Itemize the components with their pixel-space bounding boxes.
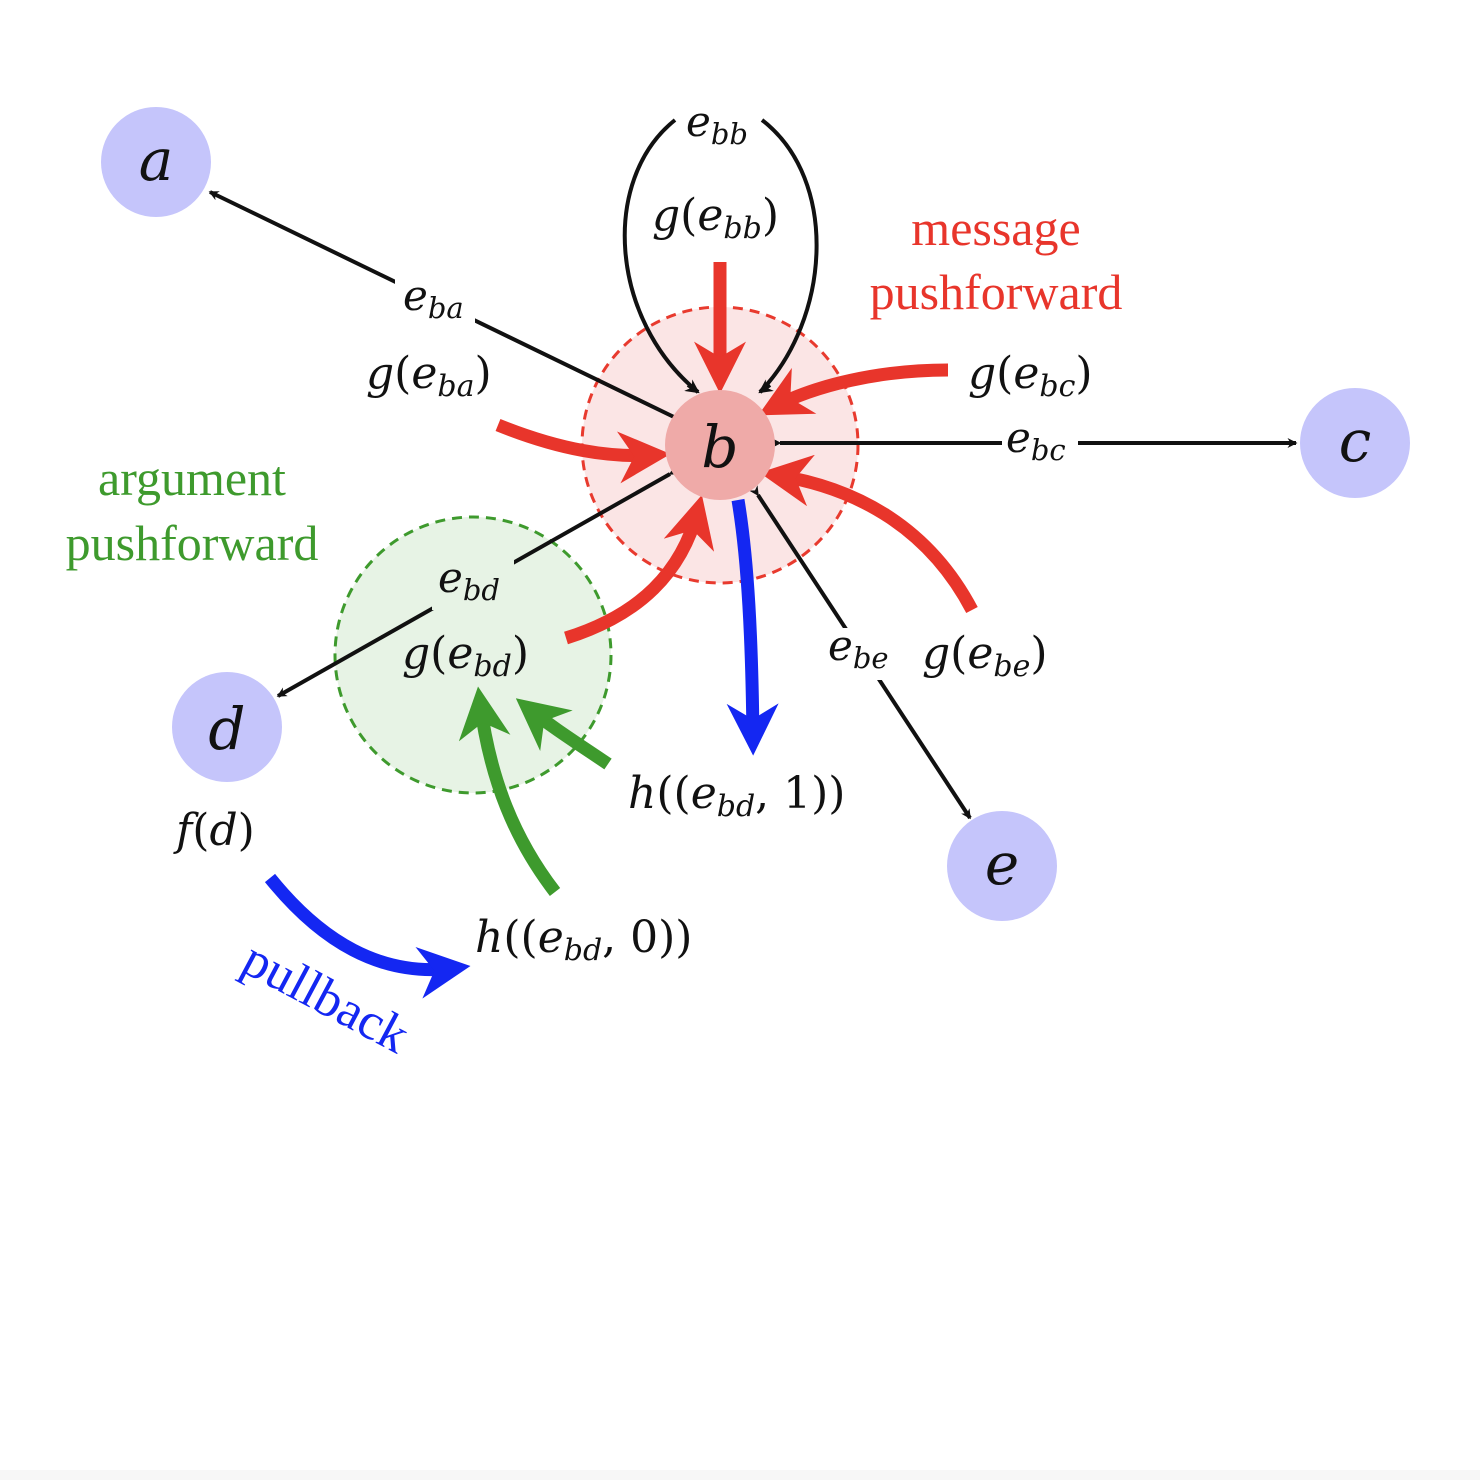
edge-bc-label: ebc <box>1006 413 1066 467</box>
caption-message-line2: pushforward <box>870 264 1123 320</box>
caption-pullback: pullback <box>233 930 418 1064</box>
message-label-bc: g(ebc) <box>968 348 1093 404</box>
node-a: a <box>101 107 211 217</box>
node-c-label: c <box>1339 407 1371 475</box>
edge-be-label-bg <box>822 628 900 680</box>
edge-bd-label: ebd <box>438 553 500 607</box>
message-label-ba: g(eba) <box>366 348 492 404</box>
argument-arrow-h1 <box>515 698 612 770</box>
node-a-label: a <box>139 126 174 194</box>
message-arrow-be <box>759 454 978 614</box>
node-b: b <box>665 390 775 500</box>
caption-argument-line1: argument <box>98 450 286 506</box>
node-function-label: f(d) <box>173 805 255 856</box>
bottom-strip <box>0 1470 1480 1480</box>
caption-argument-line2: pushforward <box>66 515 319 571</box>
argument-arrow-h0 <box>458 686 561 896</box>
message-label-bb: g(ebb) <box>652 190 779 246</box>
edge-bb-label-bg <box>680 104 760 156</box>
node-d: d <box>172 672 282 782</box>
node-c: c <box>1300 388 1410 498</box>
caption-message-line1: message <box>911 200 1080 256</box>
node-d-label: d <box>208 695 245 763</box>
node-e-label: e <box>985 830 1019 898</box>
edge-ba-label-bg <box>395 276 475 328</box>
argument-label-h1: h((ebd, 1)) <box>628 768 845 824</box>
message-arrow-ba <box>495 418 671 484</box>
message-arrow-bd <box>564 494 715 645</box>
edge-bd-label-bg <box>432 560 514 610</box>
edge-bb-loop <box>622 118 819 394</box>
pullback-arrow-main <box>726 498 779 756</box>
edge-bc-label-bg <box>1002 418 1078 470</box>
node-b-label: b <box>701 413 738 481</box>
message-label-bd: g(ebd) <box>402 628 529 684</box>
edge-bb-label: ebb <box>686 97 748 151</box>
message-arrow-bc <box>758 363 949 416</box>
edge-ba-label: eba <box>403 271 464 325</box>
message-label-be: g(ebe) <box>922 628 1048 684</box>
argument-label-h0: h((ebd, 0)) <box>475 912 692 968</box>
node-e: e <box>947 811 1057 921</box>
edge-be-label: ebe <box>828 621 889 675</box>
pullback-arrow-lower <box>264 873 471 999</box>
